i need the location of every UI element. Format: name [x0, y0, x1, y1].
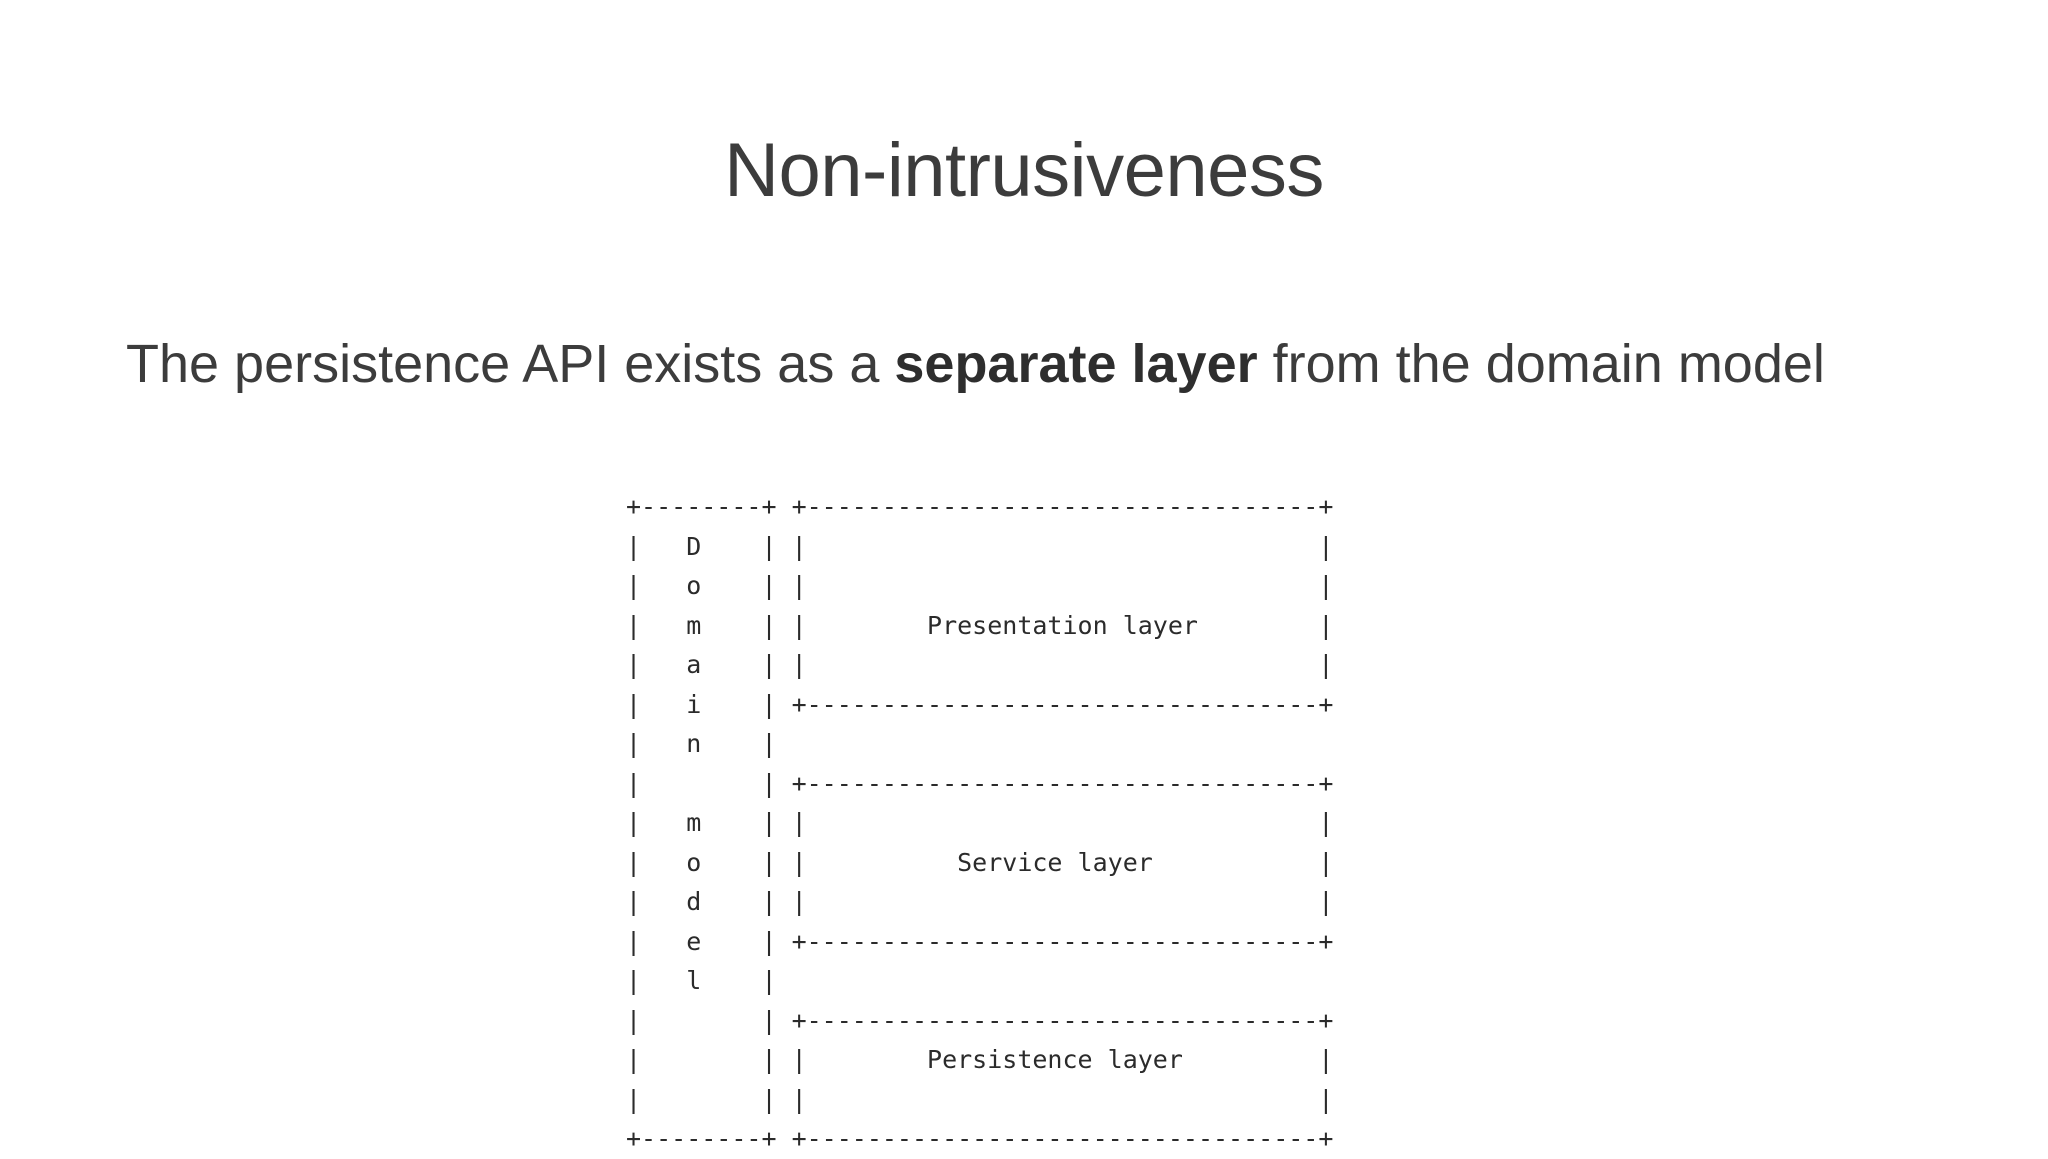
- body-text-part-2: from the domain model: [1257, 334, 1825, 394]
- body-paragraph: The persistence API exists as a separate…: [126, 326, 1916, 403]
- page-title: Non-intrusiveness: [724, 127, 1324, 213]
- ascii-row-top-border: +--------+ +----------------------------…: [626, 492, 1334, 521]
- ascii-row-9: | o | | Service layer |: [626, 847, 1334, 877]
- ascii-row-3: | m | | Presentation layer |: [626, 610, 1334, 640]
- body-text-part-1: The persistence API exists as a: [126, 334, 895, 394]
- ascii-row-7: | | +----------------------------------+: [626, 768, 1334, 798]
- ascii-row-11: | e | +---------------------------------…: [626, 926, 1334, 956]
- ascii-row-bottom-border: +--------+ +----------------------------…: [626, 1124, 1334, 1153]
- ascii-row-12: | l |: [626, 966, 1334, 995]
- ascii-row-10: | d | | |: [626, 887, 1334, 916]
- ascii-row-15: | | | |: [626, 1084, 1334, 1114]
- ascii-row-5: | i | +---------------------------------…: [626, 689, 1334, 719]
- ascii-row-1: | D | | |: [626, 531, 1334, 561]
- ascii-row-8: | m | | |: [626, 808, 1334, 837]
- layered-architecture-ascii-diagram: +--------+ +----------------------------…: [626, 487, 1333, 1159]
- ascii-row-13: | | +----------------------------------+: [626, 1005, 1334, 1035]
- ascii-row-6: | n |: [626, 729, 1334, 758]
- ascii-row-4: | a | | |: [626, 650, 1334, 679]
- ascii-row-14: | | | Persistence layer |: [626, 1045, 1334, 1074]
- body-text-emphasis: separate layer: [894, 334, 1258, 394]
- ascii-row-2: | o | | |: [626, 571, 1334, 600]
